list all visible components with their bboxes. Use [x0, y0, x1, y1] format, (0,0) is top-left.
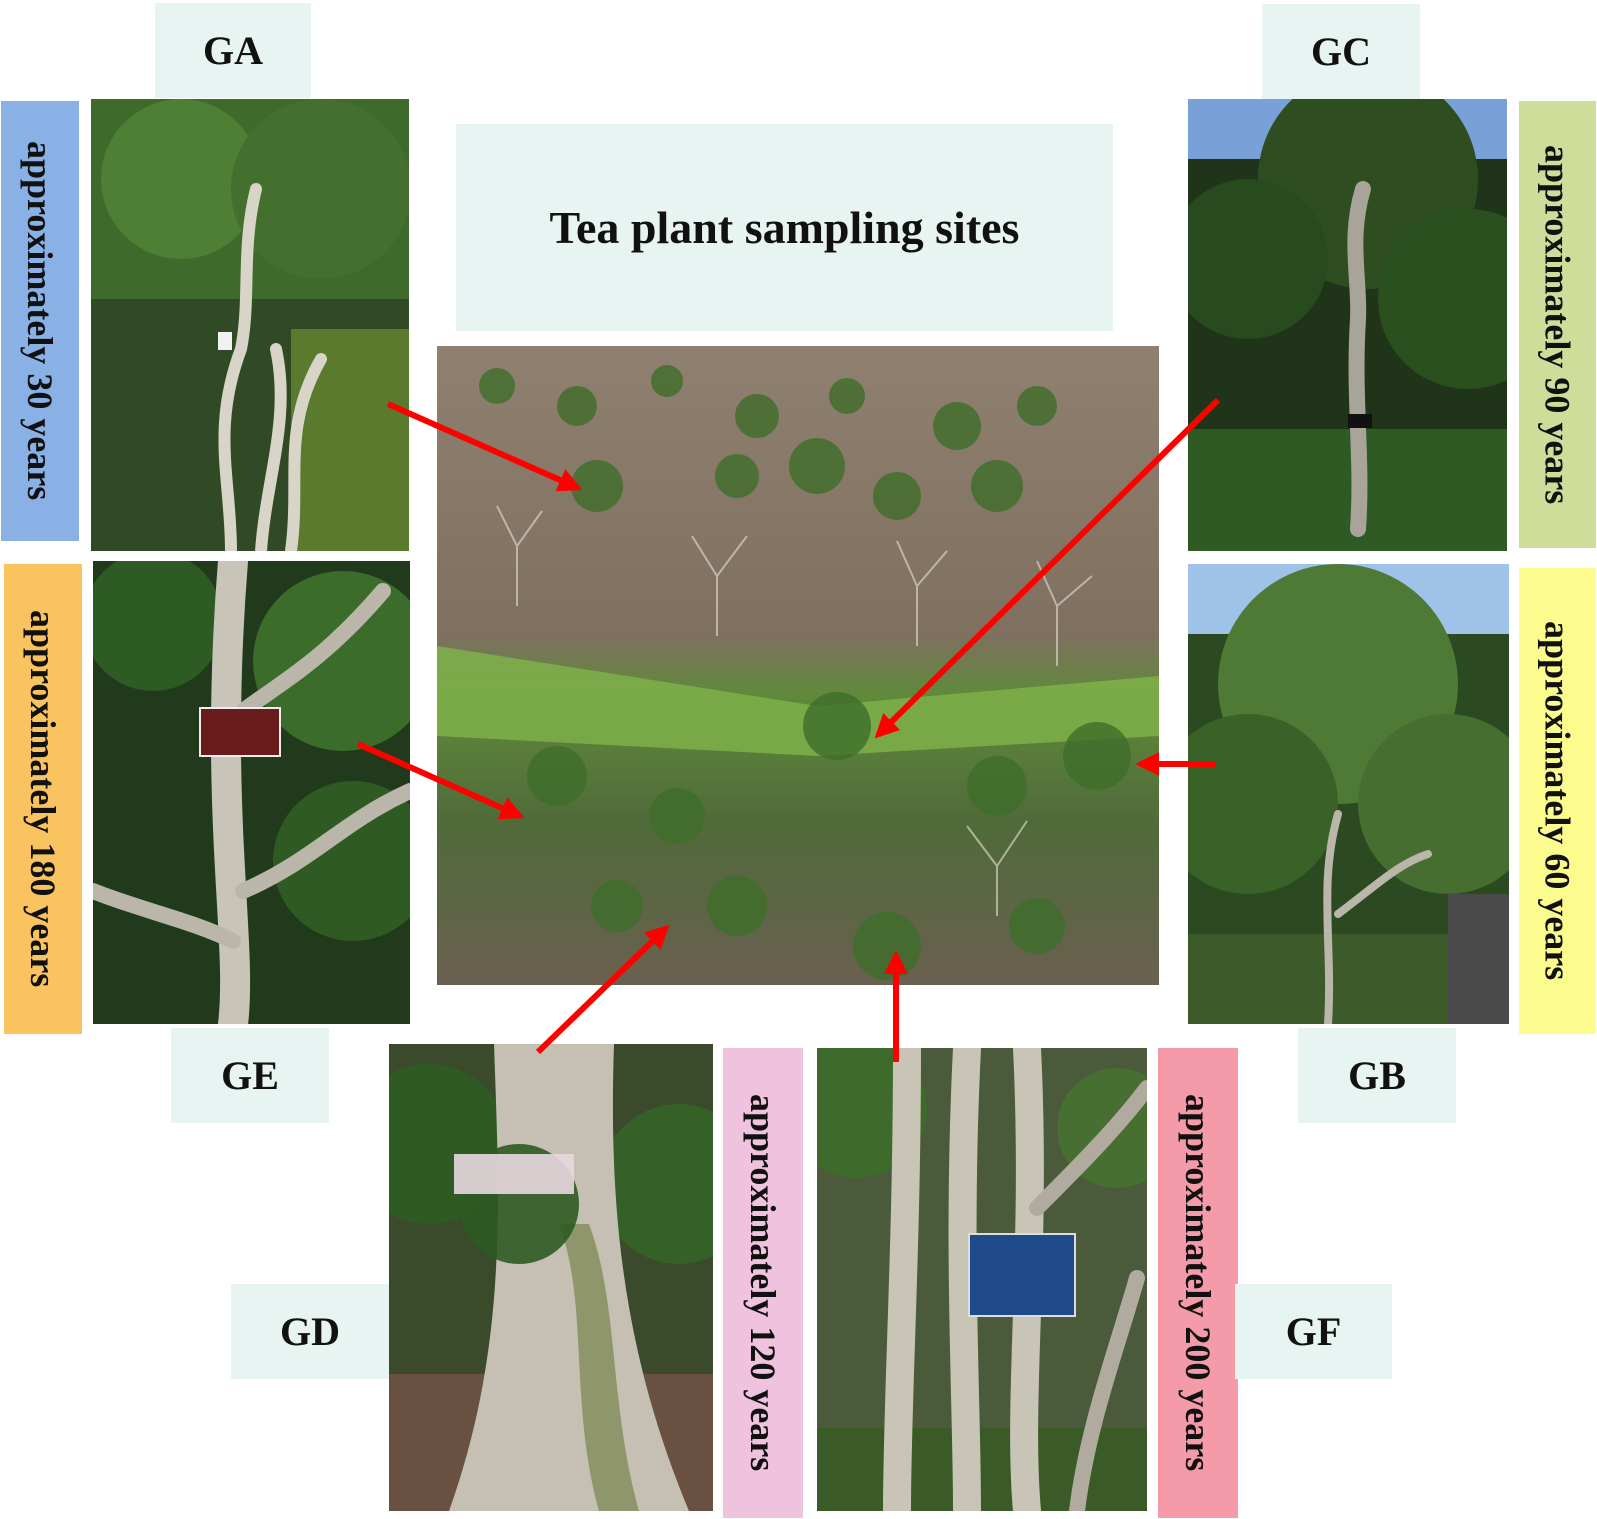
- age-badge-gd: approximately 120 years: [723, 1048, 803, 1518]
- photo-gb: [1188, 564, 1509, 1024]
- site-label-gf: GF: [1235, 1284, 1392, 1379]
- age-badge-ge: approximately 180 years: [4, 564, 82, 1034]
- age-badge-gc: approximately 90 years: [1519, 101, 1596, 548]
- photo-gd: [389, 1044, 713, 1511]
- aerial-photo: [437, 346, 1159, 985]
- photo-ge: [93, 561, 410, 1024]
- photo-gf: [817, 1048, 1147, 1511]
- page-title: Tea plant sampling sites: [456, 124, 1113, 331]
- site-label-gc: GC: [1262, 4, 1420, 99]
- site-label-ga: GA: [155, 3, 311, 98]
- age-badge-ga: approximately 30 years: [1, 101, 79, 541]
- age-badge-gb: approximately 60 years: [1519, 568, 1596, 1034]
- age-badge-gf: approximately 200 years: [1158, 1048, 1238, 1518]
- site-label-gd: GD: [231, 1284, 389, 1379]
- site-label-ge: GE: [171, 1028, 329, 1123]
- photo-gc: [1188, 99, 1507, 551]
- site-label-gb: GB: [1298, 1028, 1456, 1123]
- photo-ga: [91, 99, 409, 551]
